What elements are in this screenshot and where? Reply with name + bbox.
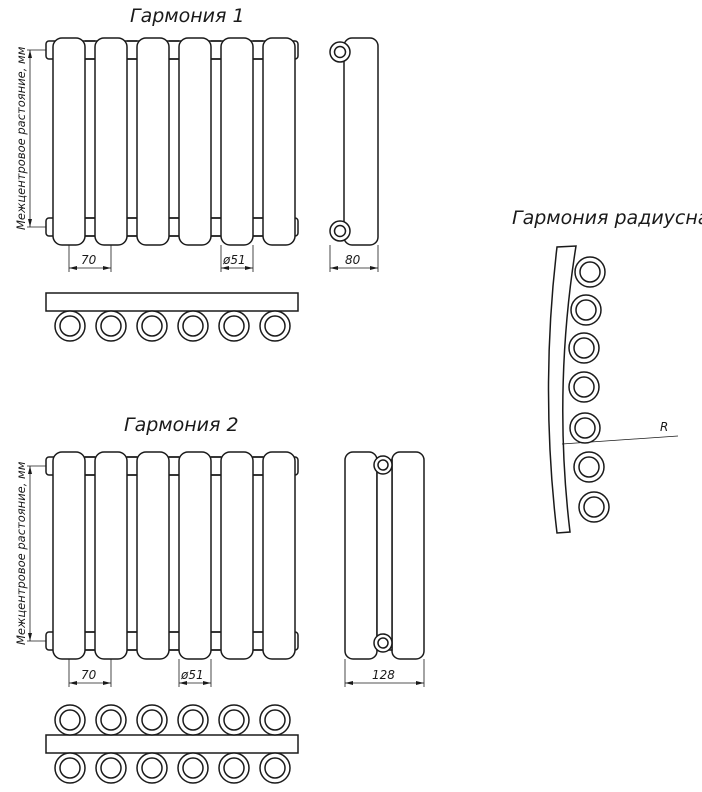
model1-group: Гармония 1 — [14, 5, 379, 342]
model2-top-view — [45, 704, 299, 784]
model1-column — [136, 37, 170, 246]
model1-diameter-label: ø51 — [222, 253, 246, 267]
model1-side-column — [343, 37, 379, 246]
model1-title: Гармония 1 — [130, 5, 245, 27]
model1-top-view-bar — [45, 292, 299, 312]
model2-diameter-label: ø51 — [180, 668, 204, 682]
model1-axis-label: Межцентровое растояние, мм — [14, 46, 28, 230]
model2-pitch-label: 70 — [81, 668, 97, 682]
radial-group: Гармония радиусная R — [512, 207, 702, 534]
radial-radius-label: R — [660, 420, 668, 434]
model1-top-view — [45, 292, 299, 342]
radial-title: Гармония радиусная — [512, 207, 702, 229]
model2-side-column-front — [344, 451, 378, 660]
model2-axis-label: Межцентровое растояние, мм — [14, 461, 28, 645]
model1-column — [178, 37, 212, 246]
model1-column — [262, 37, 296, 246]
model1-center-distance-dimension: Межцентровое растояние, мм — [14, 46, 46, 230]
model1-front-view — [45, 37, 299, 246]
model2-front-view — [45, 451, 299, 660]
model2-column — [94, 451, 128, 660]
model2-center-distance-dimension: Межцентровое растояние, мм — [14, 461, 46, 645]
model1-side-view: 80 — [329, 37, 379, 272]
model2-side-connector — [376, 459, 393, 651]
model2-side-view: 128 — [344, 451, 425, 687]
model1-bottom-dimensions: 70 ø51 — [68, 245, 254, 272]
radial-curved-bar — [547, 245, 577, 534]
model2-column — [136, 451, 170, 660]
model1-column — [52, 37, 86, 246]
radial-top-view: R — [547, 245, 679, 534]
model2-column — [262, 451, 296, 660]
model2-depth-label: 128 — [372, 668, 395, 682]
model1-column — [94, 37, 128, 246]
model2-group: Гармония 2 Межцентровое растоя — [14, 414, 425, 784]
model2-title: Гармония 2 — [124, 414, 239, 436]
model1-column — [220, 37, 254, 246]
model1-pitch-label: 70 — [81, 253, 97, 267]
model2-side-column-back — [391, 451, 425, 660]
model2-column — [52, 451, 86, 660]
model2-column — [220, 451, 254, 660]
model2-bottom-dimensions: 70 ø51 — [68, 659, 212, 687]
model2-top-view-bar — [45, 734, 299, 754]
model2-column — [178, 451, 212, 660]
model1-depth-label: 80 — [345, 253, 361, 267]
